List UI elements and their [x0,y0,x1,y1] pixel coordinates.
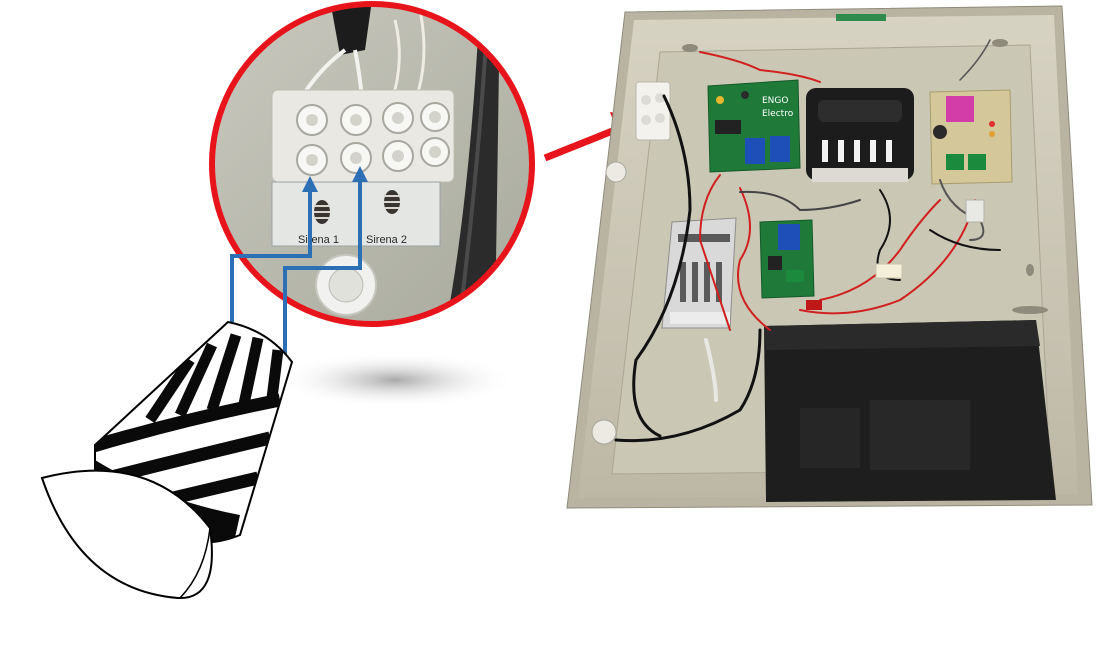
cable-gland-left [591,161,627,445]
terminal-label-sirena-2: Sirena 2 [366,234,407,246]
arrow-up-icon [302,166,368,192]
black-module [806,88,914,182]
signal-wires [230,180,362,362]
siren-glyph-2 [384,190,400,214]
terminal-label-sirena-1: Sirena 1 [298,234,339,246]
terminal-block-small [635,81,671,141]
relay-board-icon [759,219,815,299]
main-control-board: ENGO Electro [707,79,801,173]
board-brand-line-2: Electro [762,109,794,119]
power-supply-icon [661,217,737,329]
connector-red [806,300,822,310]
siren-glyph-1 [314,200,330,224]
board-brand-line-1: ENGO [762,96,788,106]
callout-ring [209,1,535,327]
receiver-board [929,89,1013,185]
callout-zoom: Sirena 1 Sirena 2 [212,4,532,324]
connector-white-2 [965,199,985,223]
alarm-enclosure: ENGO Electro [566,5,1093,509]
cable-gland [315,254,377,316]
connector-white [875,263,903,279]
drop-shadow [275,352,515,408]
battery-icon [764,320,1056,502]
terminal-block-icon [271,89,455,183]
terminal-label-card [271,181,441,247]
siren-speaker-icon [40,320,294,600]
